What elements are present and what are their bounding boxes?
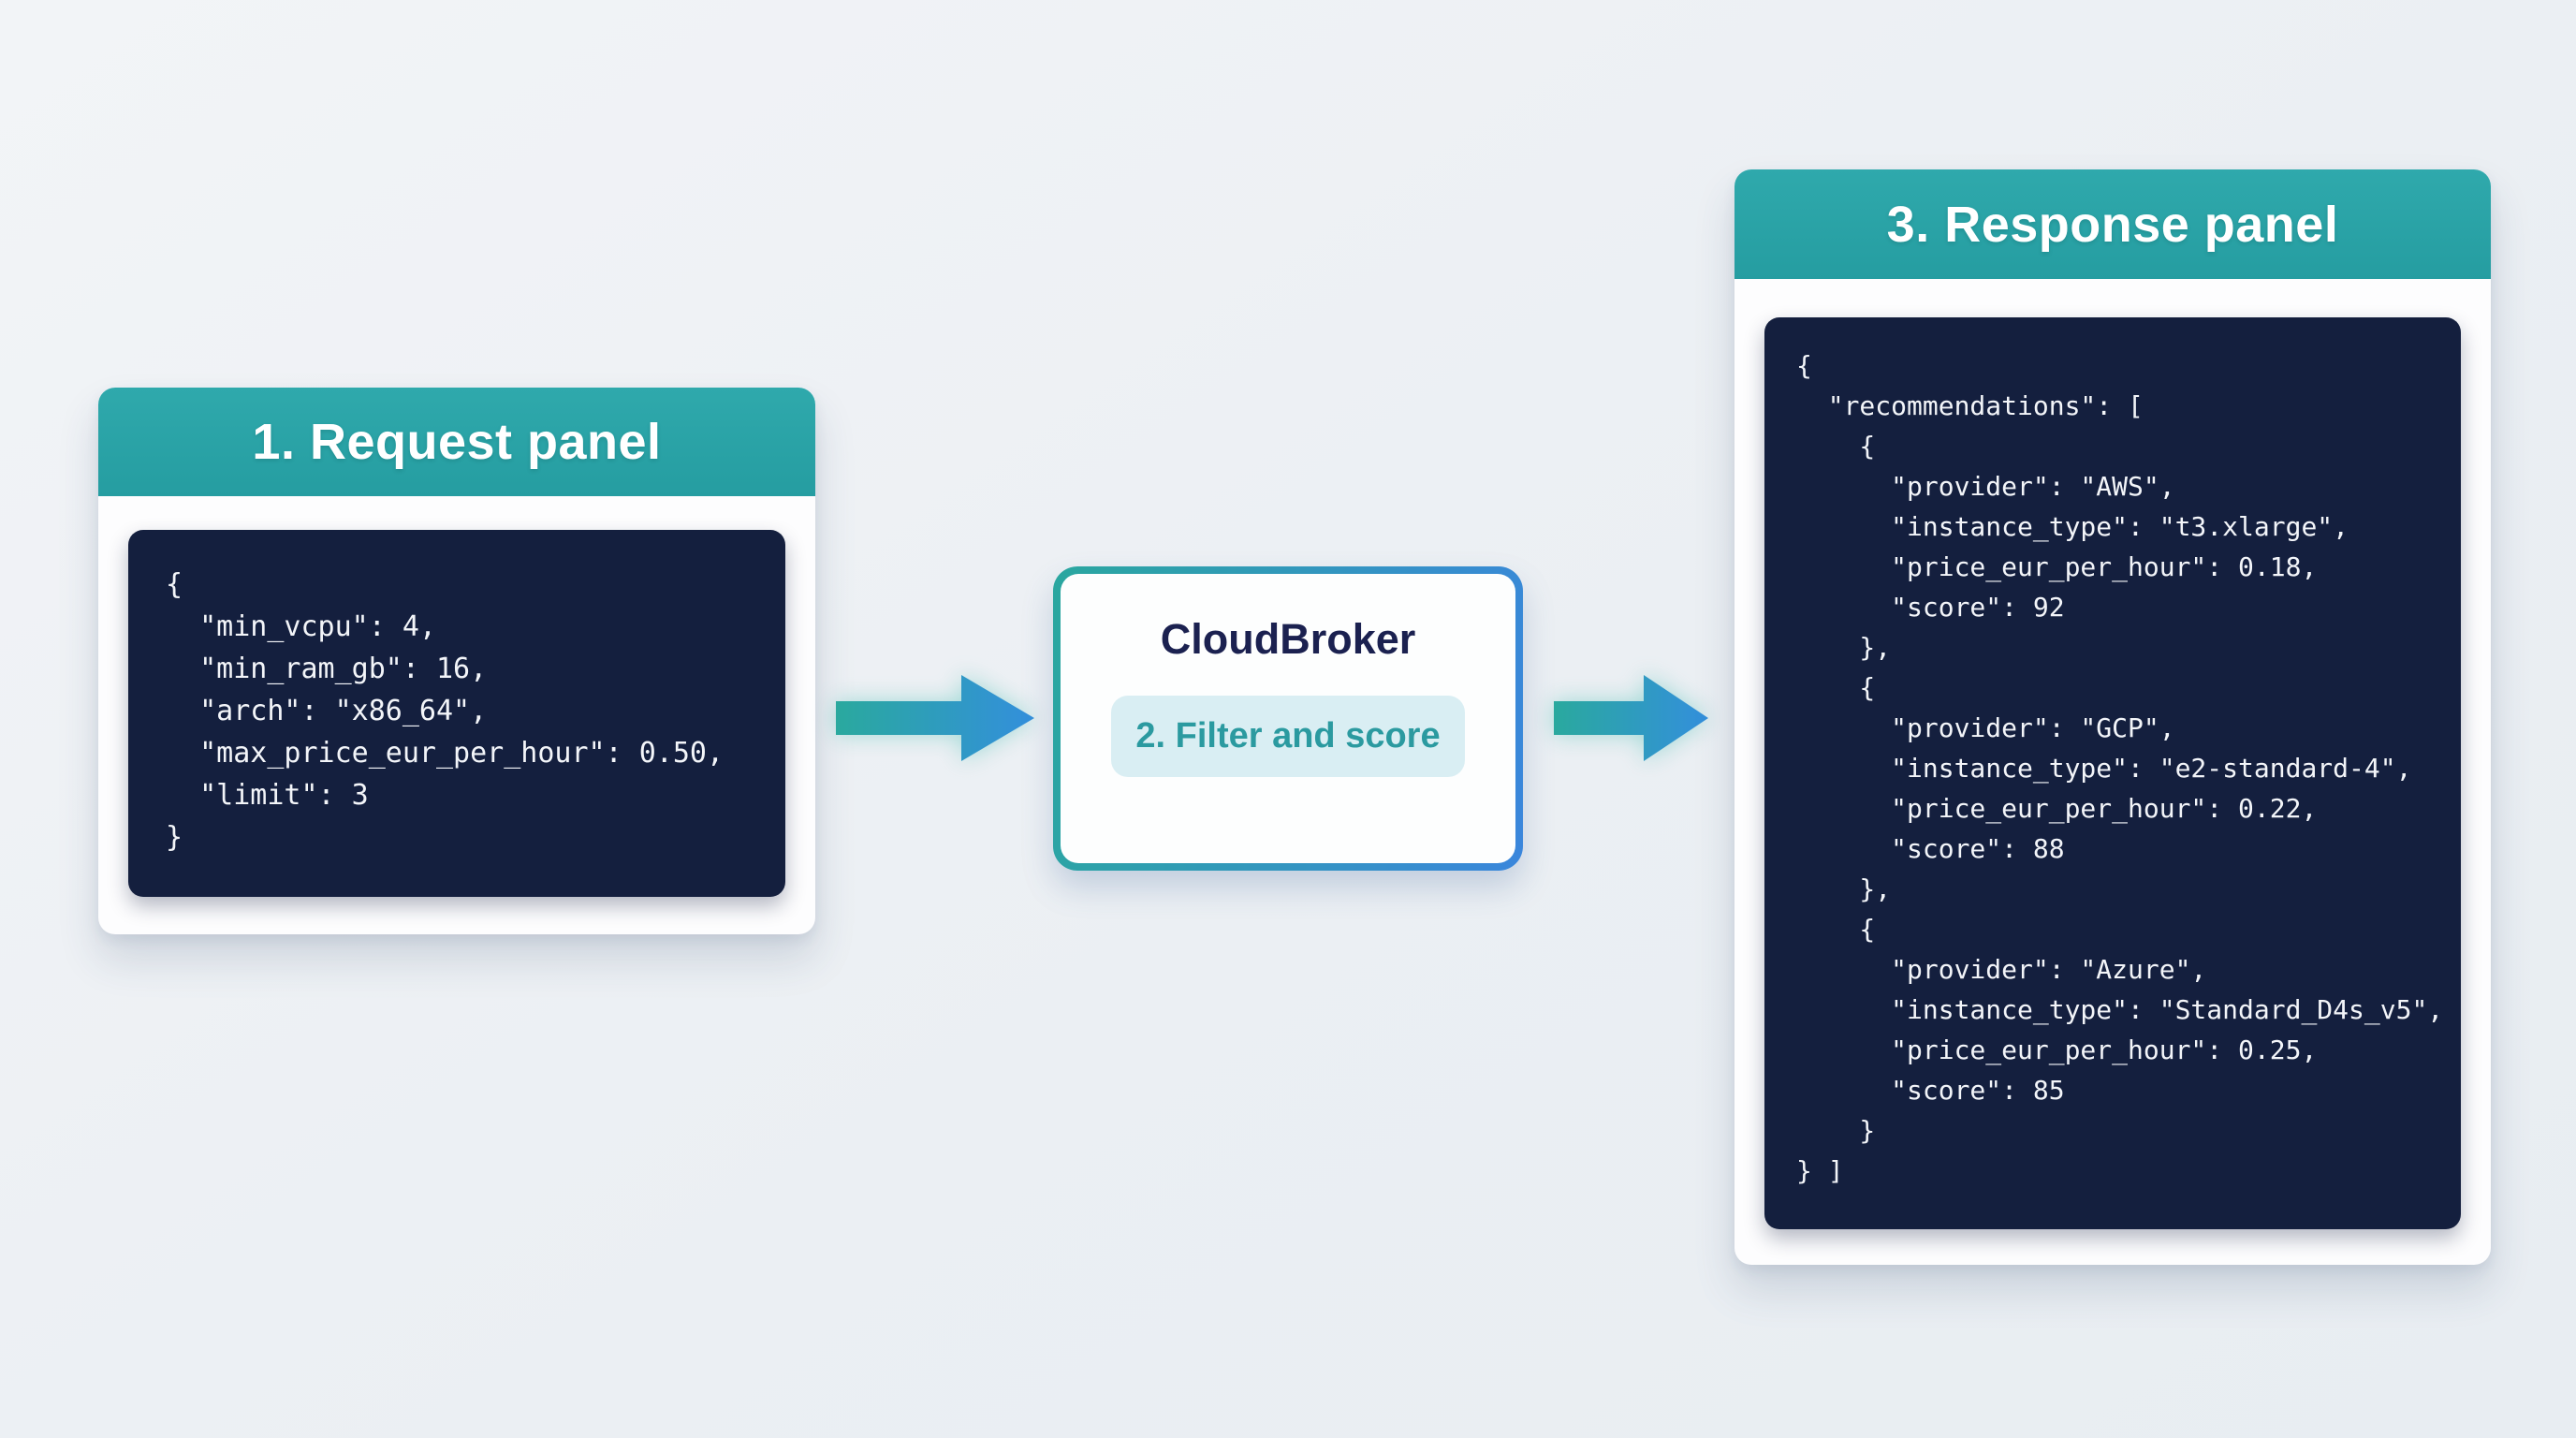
filter-and-score-step-badge: 2. Filter and score [1111,696,1465,777]
response-panel-header: 3. Response panel [1734,169,2491,279]
cloudbroker-box-inner: CloudBroker 2. Filter and score [1061,574,1515,863]
response-json-code: { "recommendations": [ { "provider": "AW… [1764,317,2461,1229]
request-panel-header: 1. Request panel [98,388,815,496]
arrow-broker-to-response-icon [1554,675,1708,761]
cloudbroker-title: CloudBroker [1160,615,1416,663]
response-panel-title: 3. Response panel [1886,196,2339,253]
arrow-request-to-broker-icon [836,675,1034,761]
cloudbroker-box: CloudBroker 2. Filter and score [1053,566,1523,871]
response-panel: 3. Response panel { "recommendations": [… [1734,169,2491,1265]
request-panel: 1. Request panel { "min_vcpu": 4, "min_r… [98,388,815,934]
request-json-code: { "min_vcpu": 4, "min_ram_gb": 16, "arch… [128,530,785,897]
request-panel-title: 1. Request panel [252,414,662,470]
